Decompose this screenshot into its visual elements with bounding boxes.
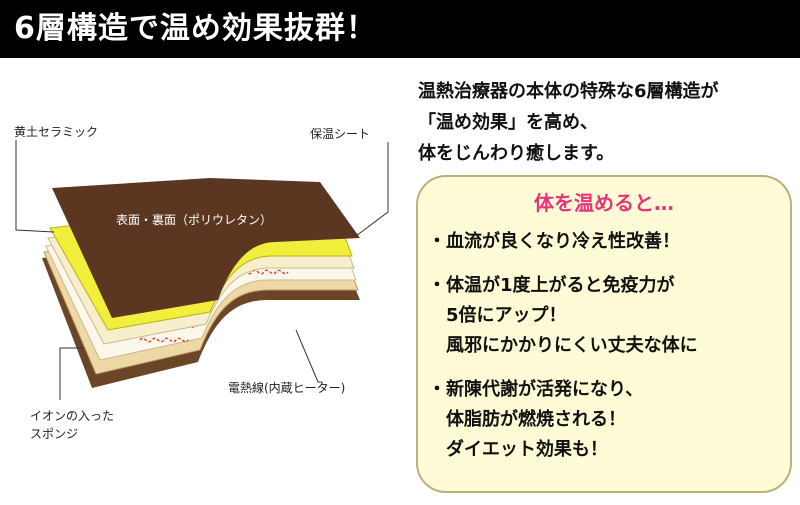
bullet-icon: ・ [428,275,446,296]
label-heat-sheet: 保温シート [310,127,371,141]
benefit-text: ダイエット効果も！ [446,439,608,460]
mat-cross-section-illustration [15,140,389,400]
label-surface: 表面・裏面（ポリウレタン） [116,213,273,227]
intro-line: 体をじんわり癒します。 [418,143,615,164]
benefit-text: 血流が良くなり冷え性改善！ [446,231,680,252]
benefit-text: 新陳代謝が活発になり、 [446,379,644,400]
benefit-text: 風邪にかかりにくい丈夫な体に [446,335,698,356]
layer-top-surface [52,178,360,318]
benefit-item: ・体温が1度上がると免疫力が 5倍にアップ！ [428,271,675,331]
benefits-box: 体を温めると… ・血流が良くなり冷え性改善！ ・体温が1度上がると免疫力が 5倍… [416,175,792,493]
bullet-icon: ・ [428,379,446,400]
intro-line: 「温め効果」を高め、 [418,112,598,133]
intro-line: 温熱治療器の本体の特殊な6層構造が [418,81,719,102]
label-ceramic: 黄土セラミック [14,125,99,139]
benefit-text: 体温が1度上がると免疫力が [446,275,675,296]
benefit-item: ・新陳代謝が活発になり、 体脂肪が燃焼される！ ダイエット効果も！ [428,375,643,465]
intro-text: 温熱治療器の本体の特殊な6層構造が 「温め効果」を高め、 体をじんわり癒します。 [418,76,798,169]
label-sponge-line-2: スポンジ [30,427,79,441]
bullet-icon: ・ [428,231,446,252]
label-sponge-line-1: イオンの入った [30,409,115,423]
benefits-title: 体を温めると… [534,191,674,215]
benefit-text: 体脂肪が燃焼される！ [446,409,626,430]
layer-diagram: 黄土セラミック 保温シート 表面・裏面（ポリウレタン） 電熱線(内蔵ヒーター) … [0,58,400,501]
benefit-text: 5倍にアップ！ [446,305,567,326]
benefit-item: 風邪にかかりにくい丈夫な体に [428,331,698,361]
benefit-item: ・血流が良くなり冷え性改善！ [428,227,680,257]
leader-lines [15,140,389,400]
banner-title: 6層構造で温め効果抜群！ [0,0,800,58]
label-heater: 電熱線(内蔵ヒーター) [228,381,346,395]
